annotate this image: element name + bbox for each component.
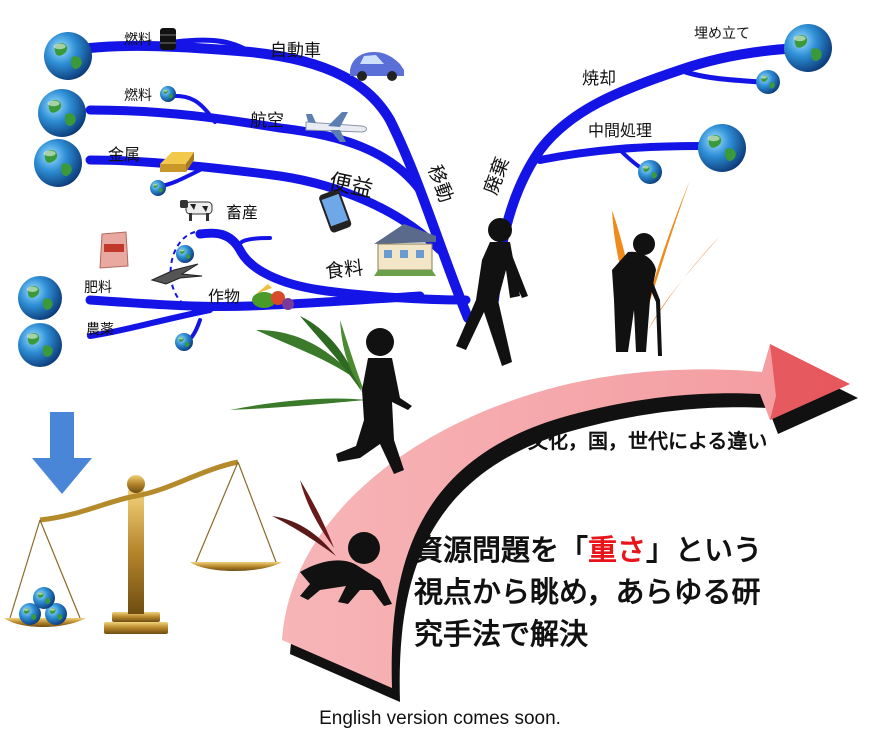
message-highlight: 重さ [588, 533, 646, 567]
vegetables-icon [252, 284, 294, 310]
leaf-label-fuel: 燃料 [124, 31, 152, 48]
oil-drum-icon [160, 28, 176, 50]
branch-label-car: 自動車 [270, 41, 321, 61]
footer-note: English version comes soon. [319, 708, 561, 729]
cycle-dashed-line [169, 231, 196, 311]
globe-icon [33, 587, 55, 609]
balance-scale-icon [4, 459, 282, 634]
trunk-label-waste: 廃棄 [480, 154, 514, 197]
branch-label-crops: 作物 [208, 287, 240, 306]
airplane-icon [305, 112, 367, 142]
globe-icon [150, 180, 166, 196]
leaf-label-fuel: 燃料 [124, 87, 152, 104]
leaf-label-pesticide: 農薬 [86, 322, 114, 338]
dark-red-plant-icon [272, 480, 336, 556]
person-silhouette-icon [456, 218, 528, 366]
house-icon [374, 224, 436, 276]
leaf-label-landfill: 埋め立て [694, 26, 750, 42]
branch-label-aviation: 航空 [250, 111, 284, 131]
globe-icon [756, 70, 780, 94]
cow-icon [180, 200, 213, 221]
fertilizer-bag-icon [99, 231, 129, 269]
baby-silhouette-icon [300, 532, 392, 606]
globe-icon [18, 276, 62, 320]
leaf-label-metal: 金属 [108, 145, 140, 164]
message-line-2: 視点から眺め，あらゆる研 [414, 575, 761, 609]
globe-icon [638, 160, 662, 184]
branch-label-incineration: 焼却 [582, 69, 616, 89]
message-line-1: 資源問題を「重さ」という [414, 533, 762, 567]
globe-icon [784, 24, 832, 72]
branch-label-livestock: 畜産 [226, 203, 258, 222]
smartphone-icon [319, 189, 352, 233]
down-arrow-icon [32, 412, 92, 494]
child-silhouette-icon [336, 328, 412, 474]
waste-trunk [489, 43, 805, 305]
elderly-silhouette-icon [612, 233, 662, 356]
branch-label-food: 食料 [324, 257, 364, 283]
car-icon [350, 52, 404, 81]
globe-icon [698, 124, 746, 172]
leaf-label-fertilizer: 肥料 [84, 280, 112, 296]
globe-icon [175, 333, 193, 351]
globe-icon [176, 245, 194, 263]
globe-icon [34, 139, 82, 187]
gold-bar-icon [160, 152, 194, 172]
branch-label-intermediate: 中間処理 [588, 121, 652, 140]
generational-arrow [282, 344, 858, 702]
globe-icon [18, 323, 62, 367]
green-plant-icon [230, 316, 366, 410]
bird-icon [150, 263, 203, 285]
globe-icon [38, 89, 86, 137]
globe-icon [160, 86, 176, 102]
message-line-3: 究手法で解決 [414, 617, 589, 651]
globe-icon [44, 32, 92, 80]
arrow-caption: 文化，国，世代による違い [528, 429, 767, 453]
